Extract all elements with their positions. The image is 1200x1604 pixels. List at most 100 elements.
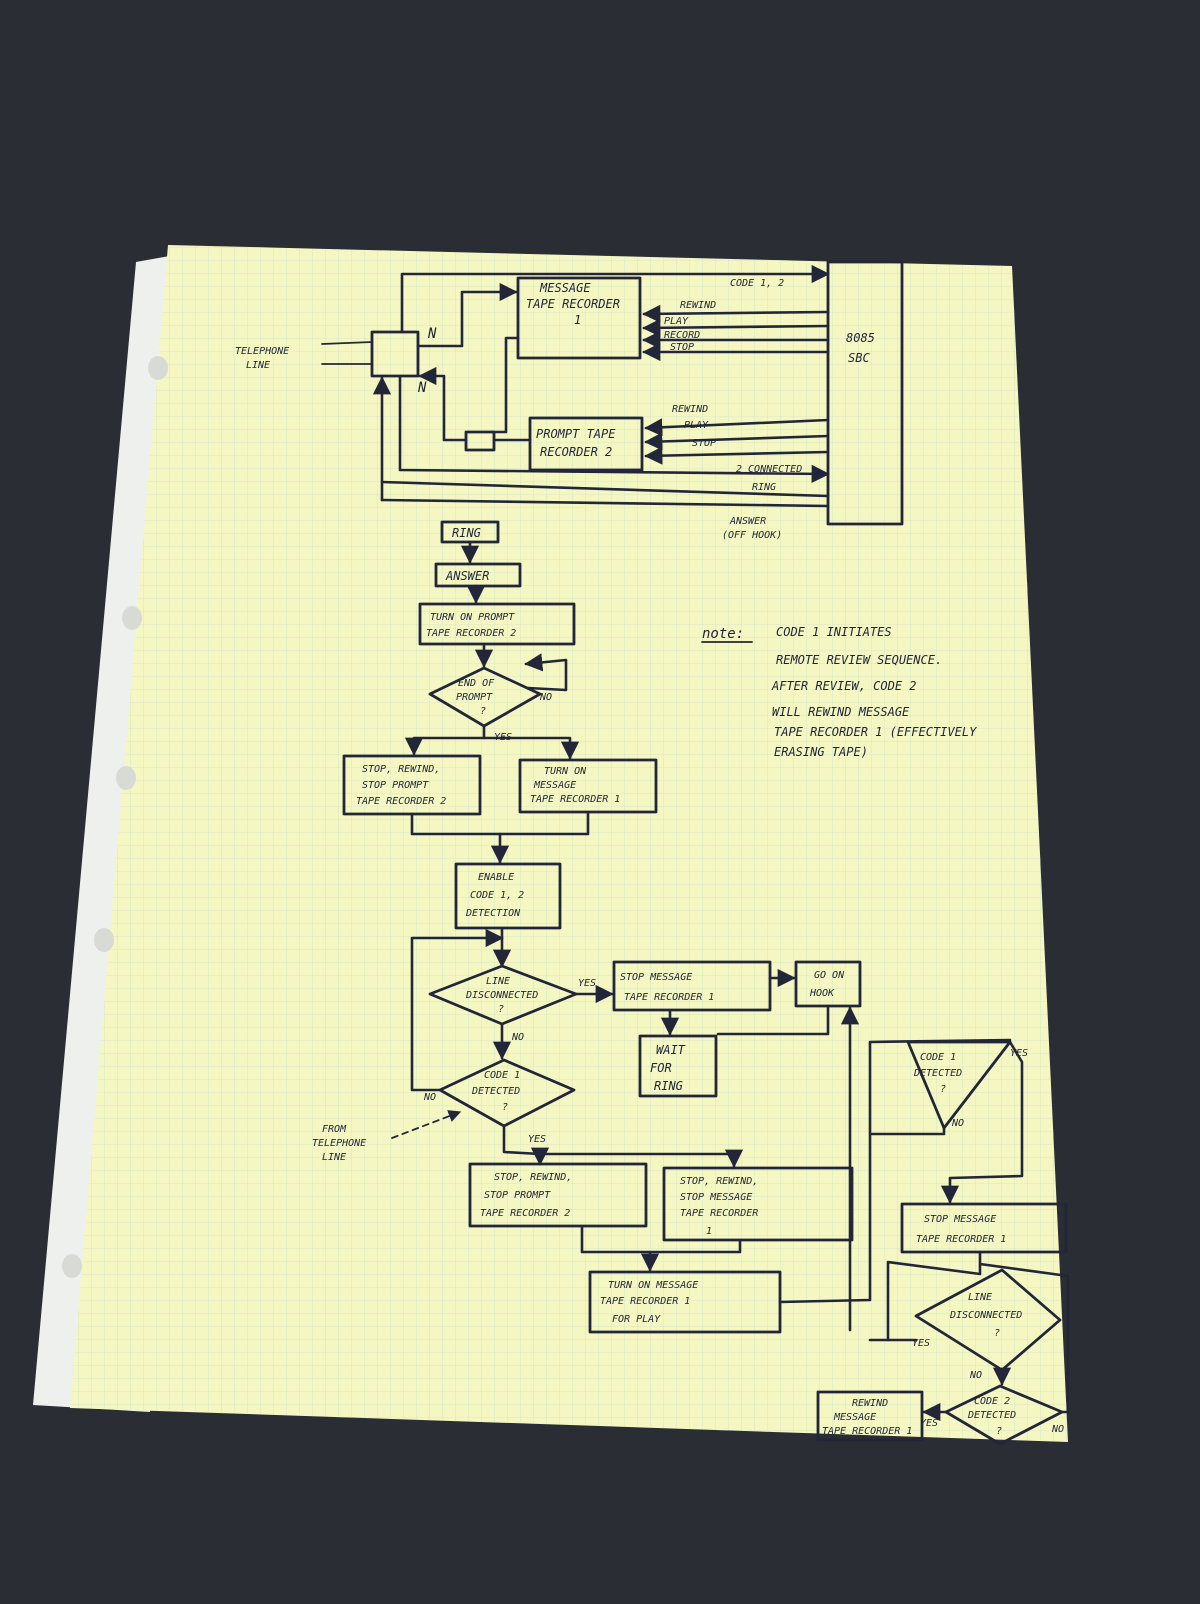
stop-rewind-message-line-3: TAPE RECORDER xyxy=(680,1208,758,1219)
binder-holes xyxy=(62,356,168,1278)
message-recorder-line-1: MESSAGE xyxy=(539,281,591,295)
code1-right-no-line xyxy=(870,1126,946,1136)
signal-code12: CODE 1, 2 xyxy=(730,278,784,289)
code1-right-no: NO xyxy=(951,1118,964,1129)
prompt-recorder-line-1: PROMPT TAPE xyxy=(536,427,616,441)
prompt-recorder-box xyxy=(528,416,644,472)
go-on-hook-line-2: HOOK xyxy=(809,988,835,999)
ring-text: RING xyxy=(452,526,481,540)
end-of-prompt-line-1: END OF xyxy=(458,678,495,689)
line-disc-right-yes: YES xyxy=(912,1338,930,1349)
stop-rewind-prompt-1-line-3: TAPE RECORDER 2 xyxy=(356,796,446,807)
turn-on-message-line-3: TAPE RECORDER 1 xyxy=(530,794,620,805)
switch-label-a: N xyxy=(427,326,437,342)
code1-right-yes: YES xyxy=(1010,1048,1028,1059)
turn-on-prompt-box xyxy=(418,602,576,646)
wait-for-ring-box xyxy=(638,1034,718,1098)
from-telephone-dashed xyxy=(391,1110,462,1139)
signal-record: RECORD xyxy=(664,330,700,341)
note-line-5: TAPE RECORDER 1 (EFFECTIVELY xyxy=(774,725,977,739)
stop-rewind-prompt-1-line-2: STOP PROMPT xyxy=(362,780,429,791)
switch-label-b: N xyxy=(417,380,427,396)
prompt-recorder-line-2: RECORDER 2 xyxy=(540,445,612,459)
code1-detected-line-1: CODE 1 xyxy=(484,1070,520,1081)
code1-detected-line-3: ? xyxy=(502,1102,508,1113)
rewind-message-box xyxy=(816,1390,924,1442)
turn-on-message-play-line-3: FOR PLAY xyxy=(612,1314,661,1325)
message-recorder-line-2: TAPE RECORDER xyxy=(526,297,620,311)
from-telephone-line-3: LINE xyxy=(322,1152,346,1163)
signal-connected: 2 CONNECTED xyxy=(736,464,802,475)
note-line-3: AFTER REVIEW, CODE 2 xyxy=(771,679,917,693)
enable-code-line-1: ENABLE xyxy=(478,872,514,883)
answer-wire xyxy=(380,498,830,508)
stop-rewind-prompt-2-line-2: STOP PROMPT xyxy=(484,1190,551,1201)
enable-code-line-3: DETECTION xyxy=(465,908,521,919)
answer-label-2: (OFF HOOK) xyxy=(722,530,782,541)
code2-detected-diamond xyxy=(944,1384,1064,1446)
rewind-message-line-2: MESSAGE xyxy=(833,1412,876,1423)
code2-detected-line-2: DETECTED xyxy=(967,1410,1016,1421)
code1-right-line-2: DETECTED xyxy=(913,1068,962,1079)
switch-to-message-wire xyxy=(416,282,518,348)
ring-wire xyxy=(380,480,830,498)
sbc-line-1: 8085 xyxy=(846,331,875,345)
stop-rewind-prompt-1-line-1: STOP, REWIND, xyxy=(362,764,440,775)
prompt-signal-play: PLAY xyxy=(684,420,709,431)
line-disconnected-line-1: LINE xyxy=(486,976,510,987)
code1-right-line-1: CODE 1 xyxy=(920,1052,956,1063)
stop-rewind-message-line-1: STOP, REWIND, xyxy=(680,1176,758,1187)
stop-message-right-line-2: TAPE RECORDER 1 xyxy=(916,1234,1006,1245)
stop-message-right-box xyxy=(900,1202,1068,1254)
stop-rewind-prompt-2-line-3: TAPE RECORDER 2 xyxy=(480,1208,570,1219)
paper-grid xyxy=(70,245,1068,1442)
line-disc-right-line-1: LINE xyxy=(968,1292,992,1303)
turn-on-prompt-line-2: TAPE RECORDER 2 xyxy=(426,628,516,639)
schematic: TELEPHONE LINE N N MESSAGE TAPE RECORDER… xyxy=(235,260,904,541)
rewind-message-line-3: TAPE RECORDER 1 xyxy=(822,1426,912,1437)
end-of-prompt-line-2: PROMPT xyxy=(456,692,493,703)
go-on-hook-line-1: GO ON xyxy=(814,970,845,981)
end-of-prompt-no-loop xyxy=(524,653,568,692)
prompt-signal-stop: STOP xyxy=(692,438,716,449)
line-switch xyxy=(370,330,420,378)
answer-text: ANSWER xyxy=(445,569,489,583)
stop-rewind-message-box xyxy=(662,1166,854,1242)
line-disc-right-no: NO xyxy=(969,1370,982,1381)
code1-no-loop xyxy=(410,928,504,1092)
turn-on-message-line-2: MESSAGE xyxy=(533,780,576,791)
code1-detected-line-2: DETECTED xyxy=(471,1086,520,1097)
turn-on-prompt-line-1: TURN ON PROMPT xyxy=(430,612,515,623)
turn-on-message-play-line-2: TAPE RECORDER 1 xyxy=(600,1296,690,1307)
code2-detected-line-3: ? xyxy=(996,1426,1002,1437)
line-disconnected-line-2: DISCONNECTED xyxy=(465,990,538,1001)
stop-rewind-message-line-4: 1 xyxy=(706,1226,712,1237)
note: note: CODE 1 INITIATES REMOTE REVIEW SEQ… xyxy=(701,625,977,759)
stop-rewind-message-line-2: STOP MESSAGE xyxy=(680,1192,752,1203)
stop-rewind-prompt-2-line-1: STOP, REWIND, xyxy=(494,1172,572,1183)
note-line-1: CODE 1 INITIATES xyxy=(776,625,892,639)
from-telephone-line-2: TELEPHONE xyxy=(312,1138,366,1149)
code2-detected-no: NO xyxy=(1051,1424,1064,1435)
stop-message-line-2: TAPE RECORDER 1 xyxy=(624,992,714,1003)
stop-message-line-1: STOP MESSAGE xyxy=(620,972,692,983)
code-wire xyxy=(400,264,830,334)
code2-detected-yes: YES xyxy=(920,1418,938,1429)
code1-detected-no: NO xyxy=(423,1092,436,1103)
telephone-line-label-1: TELEPHONE xyxy=(235,346,289,357)
message-recorder-line-3: 1 xyxy=(574,313,581,327)
line-disc-right-line-2: DISCONNECTED xyxy=(949,1310,1022,1321)
stop-message-right-line-1: STOP MESSAGE xyxy=(924,1214,996,1225)
note-line-6: ERASING TAPE) xyxy=(774,745,868,759)
note-line-2: REMOTE REVIEW SEQUENCE. xyxy=(776,653,942,667)
enable-code-line-2: CODE 1, 2 xyxy=(470,890,524,901)
small-switch-to-line xyxy=(418,366,468,442)
code1-detected-yes: YES xyxy=(528,1134,546,1145)
turn-on-message-line-1: TURN ON xyxy=(544,766,587,777)
code1-right-yes-line xyxy=(940,1040,1024,1204)
answer-label-1: ANSWER xyxy=(729,516,766,527)
code2-no-loop xyxy=(978,1262,1070,1414)
code2-detected-line-1: CODE 2 xyxy=(974,1396,1010,1407)
